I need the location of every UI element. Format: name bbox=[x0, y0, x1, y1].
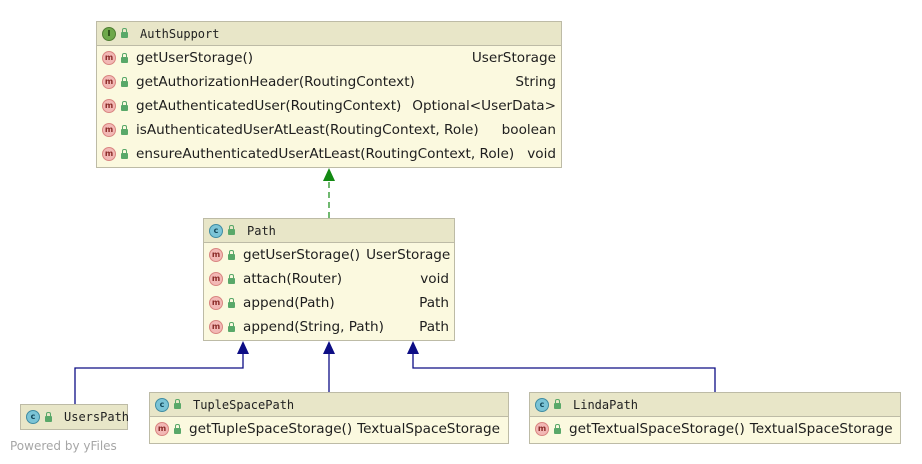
class-icon: c bbox=[155, 397, 169, 412]
method-icon: m bbox=[102, 51, 116, 65]
method-return-type: String bbox=[515, 74, 556, 90]
powered-by-credit: Powered by yFiles bbox=[10, 439, 117, 453]
linda-path-title: LindaPath bbox=[573, 397, 639, 412]
method-icon: m bbox=[102, 75, 116, 89]
class-icon: c bbox=[535, 397, 549, 412]
auth-support-header: I AuthSupport bbox=[97, 22, 561, 46]
auth-support-title: AuthSupport bbox=[140, 26, 220, 41]
method-row: m ensureAuthenticatedUserAtLeast(Routing… bbox=[97, 142, 561, 166]
method-name: getTupleSpaceStorage() bbox=[189, 421, 353, 437]
method-icon: m bbox=[102, 123, 116, 137]
method-row: m isAuthenticatedUserAtLeast(RoutingCont… bbox=[97, 118, 561, 142]
method-icon: m bbox=[209, 320, 223, 334]
lock-icon bbox=[121, 76, 128, 87]
method-name: getUserStorage() bbox=[136, 50, 254, 66]
method-return-type: TextualSpaceStorage bbox=[749, 421, 893, 437]
method-icon: m bbox=[209, 296, 223, 310]
method-name: attach(Router) bbox=[243, 271, 343, 287]
method-row: m getTextualSpaceStorage() TextualSpaceS… bbox=[530, 417, 900, 441]
method-icon: m bbox=[155, 422, 169, 436]
method-return-type: UserStorage bbox=[366, 247, 451, 263]
method-row: m getAuthorizationHeader(RoutingContext)… bbox=[97, 70, 561, 94]
method-return-type: void bbox=[527, 146, 556, 162]
method-row: m getUserStorage() UserStorage bbox=[97, 46, 561, 70]
method-return-type: TextualSpaceStorage bbox=[357, 421, 500, 437]
linda-path-header: c LindaPath bbox=[530, 393, 900, 417]
method-name: getAuthenticatedUser(RoutingContext) bbox=[136, 98, 402, 114]
lock-icon bbox=[121, 100, 128, 111]
method-row: m getAuthenticatedUser(RoutingContext) O… bbox=[97, 94, 561, 118]
lock-icon bbox=[121, 28, 128, 38]
users-path-node[interactable]: c UsersPath bbox=[20, 404, 130, 430]
method-icon: m bbox=[209, 272, 223, 286]
lock-icon bbox=[121, 148, 128, 159]
lock-icon bbox=[228, 225, 235, 235]
interface-icon: I bbox=[102, 26, 116, 41]
lock-icon bbox=[228, 249, 235, 260]
lock-icon bbox=[174, 399, 181, 409]
users-path-title: UsersPath bbox=[64, 410, 130, 424]
lock-icon bbox=[45, 411, 52, 422]
method-name: getUserStorage() bbox=[243, 247, 361, 263]
method-return-type: void bbox=[420, 271, 449, 287]
method-name: append(Path) bbox=[243, 295, 335, 311]
lock-icon bbox=[228, 297, 235, 308]
method-return-type: Path bbox=[419, 319, 449, 335]
lock-icon bbox=[121, 124, 128, 135]
implements-arrowhead bbox=[323, 168, 335, 181]
method-icon: m bbox=[209, 248, 223, 262]
class-icon: c bbox=[26, 410, 40, 424]
tuple-space-path-header: c TupleSpacePath bbox=[150, 393, 508, 417]
method-name: ensureAuthenticatedUserAtLeast(RoutingCo… bbox=[136, 146, 515, 162]
method-return-type: UserStorage bbox=[471, 50, 556, 66]
method-name: append(String, Path) bbox=[243, 319, 384, 335]
tuple-space-path-arrowhead bbox=[323, 341, 335, 354]
class-icon: c bbox=[209, 223, 223, 238]
method-name: getTextualSpaceStorage() bbox=[569, 421, 745, 437]
auth-support-node[interactable]: I AuthSupport m getUserStorage() UserSto… bbox=[96, 21, 562, 168]
method-row: m append(Path) Path bbox=[204, 291, 454, 315]
path-title: Path bbox=[247, 223, 276, 238]
lock-icon bbox=[174, 423, 181, 434]
lock-icon bbox=[554, 399, 561, 409]
tuple-space-path-node[interactable]: c TupleSpacePath m getTupleSpaceStorage(… bbox=[149, 392, 509, 444]
lock-icon bbox=[228, 273, 235, 284]
method-name: isAuthenticatedUserAtLeast(RoutingContex… bbox=[136, 122, 479, 138]
path-node[interactable]: c Path m getUserStorage() UserStorage m … bbox=[203, 218, 455, 341]
method-return-type: Path bbox=[419, 295, 449, 311]
lock-icon bbox=[228, 321, 235, 332]
method-row: m getUserStorage() UserStorage bbox=[204, 243, 454, 267]
method-icon: m bbox=[102, 147, 116, 161]
linda-path-arrowhead bbox=[407, 341, 419, 354]
method-row: m append(String, Path) Path bbox=[204, 315, 454, 339]
method-icon: m bbox=[535, 422, 549, 436]
users-path-header: c UsersPath bbox=[21, 405, 130, 429]
method-name: getAuthorizationHeader(RoutingContext) bbox=[136, 74, 415, 90]
method-row: m attach(Router) void bbox=[204, 267, 454, 291]
linda-path-node[interactable]: c LindaPath m getTextualSpaceStorage() T… bbox=[529, 392, 901, 444]
users-path-arrowhead bbox=[237, 341, 249, 354]
lock-icon bbox=[121, 52, 128, 63]
users-path-extends-edge bbox=[74, 352, 244, 404]
lock-icon bbox=[554, 423, 561, 434]
method-return-type: Optional<UserData> bbox=[412, 98, 556, 114]
method-return-type: boolean bbox=[501, 122, 556, 138]
tuple-space-path-title: TupleSpacePath bbox=[193, 397, 295, 412]
method-icon: m bbox=[102, 99, 116, 113]
path-header: c Path bbox=[204, 219, 454, 243]
linda-path-extends-edge bbox=[412, 352, 716, 392]
method-row: m getTupleSpaceStorage() TextualSpaceSto… bbox=[150, 417, 508, 441]
